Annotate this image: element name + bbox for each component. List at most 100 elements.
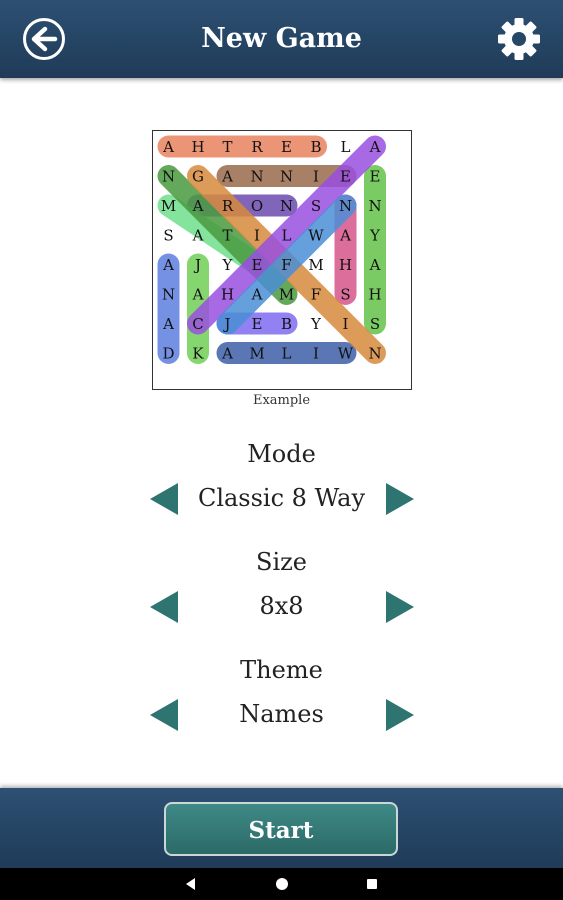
grid-letter: M: [249, 345, 264, 363]
start-button[interactable]: Start: [164, 802, 398, 856]
grid-letter: A: [221, 345, 233, 363]
top-app-bar: New Game: [0, 0, 563, 78]
grid-letter: K: [192, 345, 204, 363]
grid-letter: A: [192, 227, 204, 245]
right-arrow-icon: [386, 483, 414, 515]
mode-next-button[interactable]: [384, 481, 416, 517]
grid-letter: M: [161, 197, 176, 215]
highlight-cfma: [216, 194, 357, 335]
grid-letter: A: [162, 138, 174, 156]
grid-letter: R: [222, 197, 234, 215]
mode-value: Classic 8 Way: [197, 484, 366, 512]
grid-letter: A: [339, 227, 351, 245]
grid-letter: W: [338, 345, 354, 363]
grid-letter: E: [252, 256, 263, 274]
grid-letter: J: [193, 256, 201, 274]
theme-label: Theme: [240, 656, 323, 684]
size-value: 8x8: [259, 592, 304, 620]
settings-button[interactable]: [496, 16, 542, 62]
grid-letter: I: [254, 227, 260, 245]
mode-label: Mode: [247, 440, 316, 468]
size-label: Size: [256, 548, 307, 576]
grid-letter: O: [251, 197, 263, 215]
grid-letter: N: [280, 168, 293, 186]
nav-back-button[interactable]: [181, 874, 201, 894]
grid-letter: A: [221, 168, 233, 186]
grid-letter: H: [339, 256, 352, 274]
theme-next-button[interactable]: [384, 697, 416, 733]
grid-letter: H: [191, 138, 204, 156]
grid-letter: E: [370, 168, 381, 186]
left-arrow-icon: [150, 483, 178, 515]
grid-letter: B: [310, 138, 321, 156]
left-arrow-icon: [150, 699, 178, 731]
grid-letter: N: [280, 197, 293, 215]
grid-letter: A: [192, 286, 204, 304]
back-triangle-icon: [186, 878, 195, 890]
grid-letter: N: [162, 286, 175, 304]
grid-letter: L: [282, 345, 292, 363]
size-next-button[interactable]: [384, 589, 416, 625]
grid-letter: L: [282, 227, 292, 245]
grid-letter: E: [281, 138, 292, 156]
back-arrow-icon: [23, 18, 65, 60]
grid-letter: F: [281, 256, 291, 274]
grid-letter: L: [341, 138, 351, 156]
back-button[interactable]: [22, 17, 66, 61]
grid-letter: N: [250, 168, 263, 186]
grid-letter: J: [222, 315, 230, 333]
right-arrow-icon: [386, 699, 414, 731]
theme-value: Names: [239, 700, 324, 728]
grid-letter: A: [162, 256, 174, 274]
page-title: New Game: [201, 23, 362, 54]
grid-letter: M: [308, 256, 323, 274]
grid-letter: H: [368, 286, 381, 304]
grid-letter: N: [339, 197, 352, 215]
grid-letter: A: [369, 256, 381, 274]
grid-letter: N: [162, 168, 175, 186]
grid-letter: S: [370, 315, 380, 333]
grid-letter: G: [192, 168, 204, 186]
grid-letter: D: [162, 345, 174, 363]
grid-letter: A: [162, 315, 174, 333]
grid-letter: W: [308, 227, 324, 245]
grid-letter: Y: [369, 227, 381, 245]
gear-icon: [498, 18, 540, 60]
recents-square-icon: [367, 879, 377, 889]
grid-letter: E: [340, 168, 351, 186]
grid-letter: A: [369, 138, 381, 156]
grid-letter: S: [311, 197, 321, 215]
theme-prev-button[interactable]: [148, 697, 180, 733]
grid-letter: B: [281, 315, 292, 333]
grid-letter: M: [279, 286, 294, 304]
grid-letter: N: [368, 197, 381, 215]
highlight-alsilehc: [187, 135, 386, 335]
grid-letter: N: [368, 345, 381, 363]
grid-letter: H: [221, 286, 234, 304]
grid-letter: R: [251, 138, 263, 156]
grid-letter: I: [313, 168, 319, 186]
grid-letter: C: [192, 315, 203, 333]
grid-letter: A: [251, 286, 263, 304]
nav-recents-button[interactable]: [362, 874, 382, 894]
left-arrow-icon: [150, 591, 178, 623]
grid-letter: E: [252, 315, 263, 333]
example-caption: Example: [252, 393, 311, 408]
grid-letter: T: [222, 138, 232, 156]
grid-letter: Y: [310, 315, 322, 333]
size-prev-button[interactable]: [148, 589, 180, 625]
system-nav-bar: [0, 868, 563, 900]
grid-letter: I: [343, 315, 349, 333]
grid-letter: A: [192, 197, 204, 215]
grid-letter: S: [163, 227, 173, 245]
grid-letter: I: [313, 345, 319, 363]
grid-letter: Y: [222, 256, 234, 274]
home-circle-icon: [276, 878, 288, 890]
grid-letter: S: [340, 286, 350, 304]
nav-home-button[interactable]: [272, 874, 292, 894]
mode-prev-button[interactable]: [148, 481, 180, 517]
right-arrow-icon: [386, 591, 414, 623]
grid-letter: T: [222, 227, 232, 245]
